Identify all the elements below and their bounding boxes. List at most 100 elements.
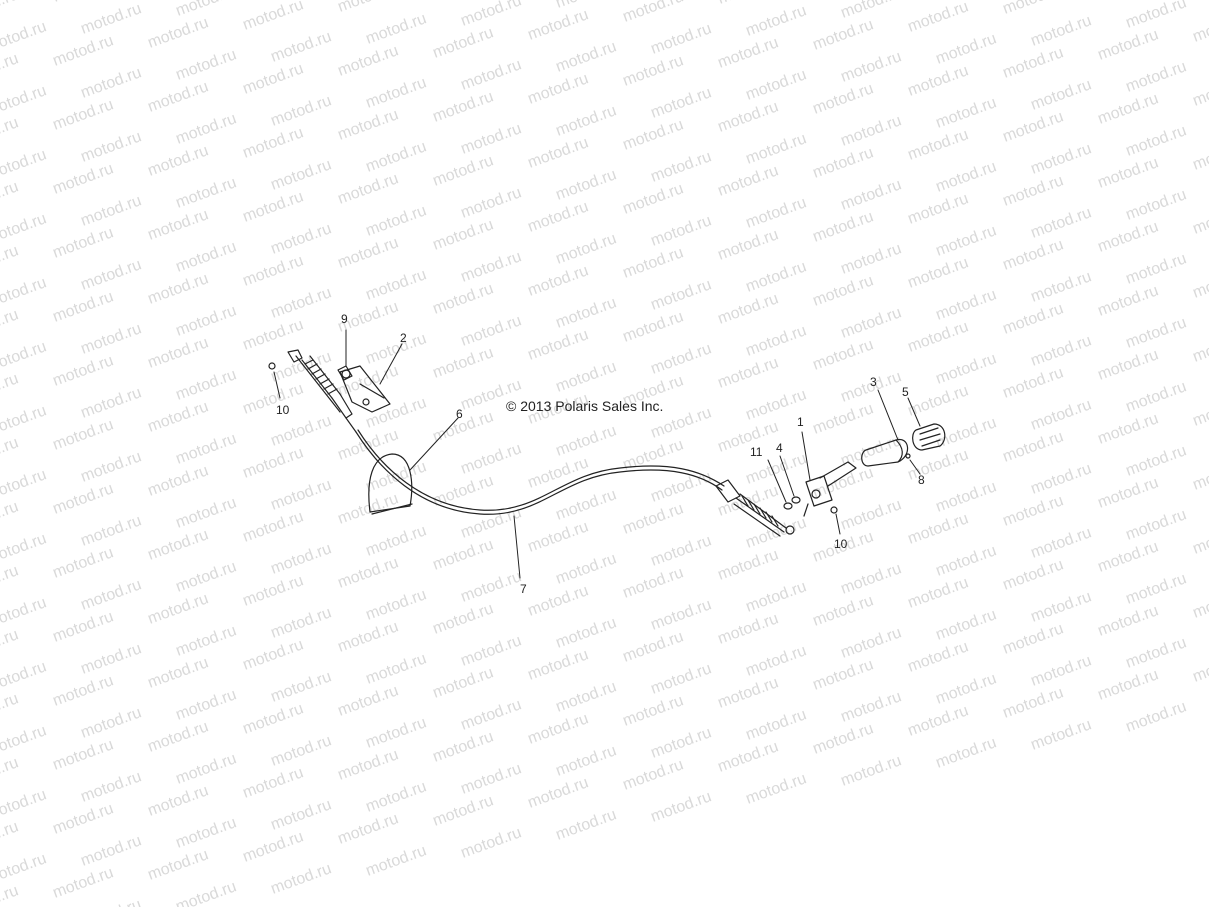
- watermark-text: motod.ru: [526, 710, 591, 748]
- watermark-text: motod.ru: [0, 722, 49, 760]
- watermark-text: motod.ru: [1001, 236, 1066, 274]
- watermark-text: motod.ru: [716, 162, 781, 200]
- watermark-text: motod.ru: [146, 398, 211, 436]
- watermark-text: motod.ru: [811, 400, 876, 438]
- watermark-text: motod.ru: [1096, 474, 1161, 512]
- watermark-text: motod.ru: [1191, 72, 1209, 110]
- watermark-text: motod.ru: [934, 478, 999, 516]
- washer-11: [783, 502, 793, 510]
- washer-4: [791, 496, 801, 504]
- watermark-text: motod.ru: [336, 682, 401, 720]
- watermark-text: motod.ru: [79, 128, 144, 166]
- watermark-text: motod.ru: [649, 84, 714, 122]
- watermark-text: motod.ru: [1191, 136, 1209, 174]
- watermark-text: motod.ru: [811, 208, 876, 246]
- callout-3: 3: [870, 375, 877, 389]
- watermark-text: motod.ru: [336, 810, 401, 848]
- watermark-text: motod.ru: [459, 56, 524, 94]
- watermark-text: motod.ru: [146, 526, 211, 564]
- cable-clip-6: [368, 453, 413, 515]
- watermark-text: motod.ru: [839, 176, 904, 214]
- watermark-text: motod.ru: [934, 222, 999, 260]
- watermark-text: motod.ru: [1029, 140, 1094, 178]
- watermark-text: motod.ru: [79, 0, 144, 38]
- watermark-text: motod.ru: [621, 308, 686, 346]
- watermark-text: motod.ru: [1124, 634, 1189, 672]
- watermark-text: motod.ru: [1029, 588, 1094, 626]
- watermark-text: motod.ru: [1096, 154, 1161, 192]
- callout-labels: 1 2 3 4 5 6 7 8 9 10 10 11: [276, 312, 925, 596]
- watermark-text: motod.ru: [1191, 200, 1209, 238]
- watermark-text: motod.ru: [0, 786, 49, 824]
- watermark-text: motod.ru: [0, 0, 21, 24]
- watermark-text: motod.ru: [1124, 506, 1189, 544]
- watermark-text: motod.ru: [174, 238, 239, 276]
- callout-1: 1: [797, 415, 804, 429]
- watermark-text: motod.ru: [336, 234, 401, 272]
- watermark-text: motod.ru: [269, 540, 334, 578]
- watermark-text: motod.ru: [526, 774, 591, 812]
- watermark-text: motod.ru: [364, 266, 429, 304]
- watermark-text: motod.ru: [0, 818, 21, 856]
- watermark-text: motod.ru: [269, 348, 334, 386]
- watermark-text: motod.ru: [459, 440, 524, 478]
- watermark-text: motod.ru: [1001, 684, 1066, 722]
- watermark-text: motod.ru: [526, 646, 591, 684]
- watermark-text: motod.ru: [336, 42, 401, 80]
- watermark-text: motod.ru: [1029, 204, 1094, 242]
- watermark-text: motod.ru: [174, 558, 239, 596]
- watermark-text: motod.ru: [431, 88, 496, 126]
- watermark-text: motod.ru: [364, 778, 429, 816]
- watermark-text: motod.ru: [146, 590, 211, 628]
- watermark-text: motod.ru: [744, 706, 809, 744]
- watermark-text: motod.ru: [1029, 716, 1094, 754]
- watermark-text: motod.ru: [0, 850, 49, 888]
- watermark-text: motod.ru: [269, 220, 334, 258]
- watermark-text: motod.ru: [431, 600, 496, 638]
- watermark-text: motod.ru: [1124, 570, 1189, 608]
- watermark-text: motod.ru: [0, 178, 21, 216]
- watermark-text: motod.ru: [79, 512, 144, 550]
- watermark-text: motod.ru: [1096, 26, 1161, 64]
- watermark-text: motod.ru: [1001, 108, 1066, 146]
- watermark-text: motod.ru: [459, 248, 524, 286]
- watermark-text: motod.ru: [1191, 648, 1209, 686]
- watermark-text: motod.ru: [526, 518, 591, 556]
- watermark-text: motod.ru: [1001, 44, 1066, 82]
- watermark-text: motod.ru: [174, 814, 239, 852]
- watermark-text: motod.ru: [716, 226, 781, 264]
- watermark-text: motod.ru: [51, 32, 116, 70]
- watermark-text: motod.ru: [554, 806, 619, 844]
- watermark-text: motod.ru: [906, 702, 971, 740]
- watermark-text: motod.ru: [51, 736, 116, 774]
- watermark-text: motod.ru: [0, 306, 21, 344]
- watermark-text: motod.ru: [51, 160, 116, 198]
- watermark-text: motod.ru: [1096, 666, 1161, 704]
- watermark-text: motod.ru: [51, 544, 116, 582]
- watermark-text: motod.ru: [811, 272, 876, 310]
- watermark-text: motod.ru: [554, 230, 619, 268]
- callout-9: 9: [341, 312, 348, 326]
- watermark-text: motod.ru: [364, 842, 429, 880]
- watermark-text: motod.ru: [79, 576, 144, 614]
- callout-11: 11: [750, 445, 763, 459]
- watermark-text: motod.ru: [621, 628, 686, 666]
- watermark-text: motod.ru: [174, 878, 239, 907]
- watermark-text: motod.ru: [1001, 300, 1066, 338]
- watermark-text: motod.ru: [431, 536, 496, 574]
- watermark-text: motod.ru: [1096, 90, 1161, 128]
- watermark-text: motod.ru: [51, 864, 116, 902]
- watermark-text: motod.ru: [431, 728, 496, 766]
- watermark-text: motod.ru: [934, 30, 999, 68]
- watermark-text: motod.ru: [79, 704, 144, 742]
- watermark-text: motod.ru: [174, 430, 239, 468]
- watermark-text: motod.ru: [174, 110, 239, 148]
- watermark-text: motod.ru: [431, 344, 496, 382]
- watermark-text: motod.ru: [621, 116, 686, 154]
- watermark-text: motod.ru: [1124, 378, 1189, 416]
- watermark-text: motod.ru: [1001, 364, 1066, 402]
- watermark-text: motod.ru: [364, 74, 429, 112]
- watermark-text: motod.ru: [0, 82, 49, 120]
- watermark-text: motod.ru: [906, 254, 971, 292]
- watermark-text: motod.ru: [174, 46, 239, 84]
